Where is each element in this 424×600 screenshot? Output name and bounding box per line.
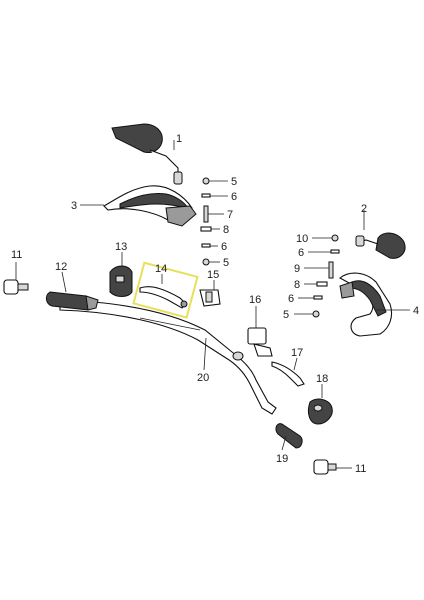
callout-5c: 5 [283,309,289,321]
callout-13: 13 [115,241,127,253]
callout-11b: 11 [355,463,366,475]
left-hand-guard [103,185,197,227]
callout-6a: 6 [231,191,237,203]
brake-master-cylinder [247,327,273,357]
left-switch-housing [109,265,133,297]
callout-1: 1 [176,133,182,145]
right-mirror [355,232,406,259]
right-hand-guard [339,272,393,337]
right-grip [275,423,303,449]
left-fastener-stack [200,177,212,266]
left-mirror [111,123,183,185]
callout-19: 19 [276,453,288,465]
right-bar-end [313,459,337,475]
callout-5b: 5 [223,257,229,269]
callout-16: 16 [249,294,261,306]
callout-7: 7 [227,209,233,221]
callout-4: 4 [413,305,419,317]
handlebar [59,299,277,415]
right-switch-housing [307,398,333,425]
callout-9: 9 [294,263,300,275]
clutch-perch [199,289,221,307]
callout-5a: 5 [231,176,237,188]
clutch-lever [139,286,188,309]
callout-labels: 1 2 3 4 5 5 5 6 6 6 6 7 8 8 9 10 11 11 1… [11,133,419,475]
callout-17: 17 [291,347,303,359]
callout-6d: 6 [288,293,294,305]
callout-15: 15 [207,269,219,281]
left-bar-end [3,279,29,295]
brake-lever [271,361,305,387]
callout-11a: 11 [11,249,22,261]
callout-12: 12 [55,261,67,273]
callout-6b: 6 [221,241,227,253]
highlight-box [132,261,199,319]
callout-6c: 6 [298,247,304,259]
callout-18: 18 [316,373,328,385]
callout-14: 14 [155,263,167,275]
callout-3: 3 [71,200,77,212]
leader-lines [15,140,410,469]
callout-8a: 8 [223,224,229,236]
left-grip [45,291,99,311]
callout-10: 10 [296,233,308,245]
right-fastener-stack [312,234,340,318]
callout-20: 20 [197,372,209,384]
callout-8b: 8 [294,279,300,291]
callout-2: 2 [361,203,367,215]
